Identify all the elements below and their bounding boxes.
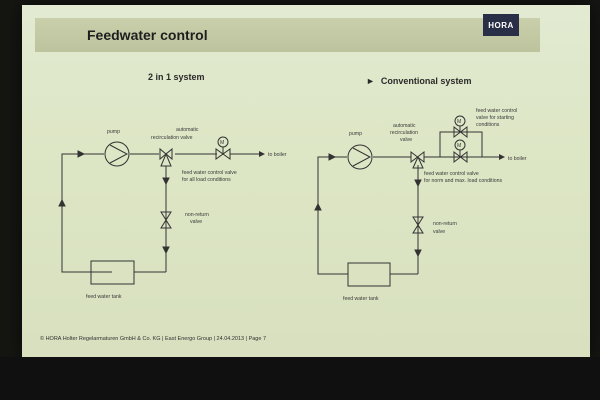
right-pump-icon: [347, 144, 373, 170]
bullet-arrow-icon: ►: [366, 76, 375, 86]
right-startup-valve-icon: [453, 125, 468, 139]
slide: [22, 5, 590, 357]
left-pump-icon: [104, 141, 130, 167]
left-flow-arrow-right: [77, 150, 86, 158]
right-flow-arrow-up: [314, 202, 322, 211]
right-startup-label-1: feed water control: [476, 108, 517, 114]
right-flow-arrow-down-2: [414, 179, 422, 188]
right-control-label-1: feed water control valve: [424, 171, 479, 177]
left-pump-label: pump: [107, 129, 120, 135]
left-nonreturn-label-2: valve: [190, 219, 202, 225]
left-to-boiler-label: to boiler: [268, 152, 287, 158]
left-pump-triangle: [109, 144, 129, 164]
right-recirc-label-3: valve: [400, 137, 412, 143]
right-flow-arrow-down: [414, 249, 422, 258]
left-recirc-valve-icon: [159, 147, 173, 161]
slide-footer: © HORA Holter Regelarmaturen GmbH & Co. …: [40, 336, 267, 342]
slide-title: Feedwater control: [87, 27, 208, 43]
left-motor-label: M: [220, 140, 224, 146]
left-control-label-2: for all load conditions: [182, 177, 231, 183]
left-recirc-label-2: recirculation valve: [151, 135, 193, 141]
left-tank-label: feed water tank: [86, 294, 122, 300]
left-pipe-return: [61, 153, 112, 273]
right-nonreturn-valve-icon: [412, 216, 424, 234]
right-recirc-valve-icon: [410, 150, 425, 164]
left-diagram: [58, 136, 265, 285]
left-tank-icon: [90, 260, 135, 285]
right-to-boiler-label: to boiler: [508, 156, 527, 162]
left-flow-arrow-down-2: [162, 177, 170, 186]
right-startup-label-2: valve for starting: [476, 115, 514, 121]
right-flow-arrow-right: [328, 153, 337, 161]
screen-bottom-edge: [0, 357, 600, 400]
right-diagram-heading: ► Conventional system: [366, 76, 471, 86]
left-motor-icon: [217, 136, 229, 148]
right-control-motor-label: M: [457, 143, 461, 149]
left-recirc-valve-stem-icon: [160, 152, 172, 167]
right-heading-text: Conventional system: [380, 76, 472, 86]
left-flow-arrow-up: [58, 198, 66, 207]
right-pipe-return: [317, 156, 348, 275]
right-control-valve-icon: [453, 150, 468, 164]
title-bar: Feedwater control: [35, 18, 540, 52]
right-control-label-2: for norm and max. load conditions: [424, 178, 503, 184]
left-flow-arrow-down: [162, 246, 170, 255]
left-nonreturn-valve-icon: [160, 211, 172, 229]
right-recirc-valve-stem-icon: [412, 155, 424, 169]
right-nonreturn-label-1: non-return: [433, 221, 457, 227]
right-pump-triangle: [352, 147, 372, 167]
right-recirc-label-1: automatic: [393, 123, 416, 129]
left-nonreturn-label-1: non-return: [185, 212, 209, 218]
right-control-motor-icon: [454, 139, 466, 151]
right-pump-label: pump: [349, 131, 362, 137]
right-startup-motor-label: M: [457, 119, 461, 125]
right-startup-motor-icon: [454, 115, 466, 127]
left-control-label-1: feed water control valve: [182, 170, 237, 176]
right-tank-label: feed water tank: [343, 296, 379, 302]
right-tank-icon: [347, 262, 391, 287]
left-recirc-label-1: automatic: [176, 127, 199, 133]
right-startup-label-3: conditions: [476, 122, 500, 128]
right-recirc-label-2: recirculation: [390, 130, 418, 136]
hora-logo: HORA: [483, 14, 519, 36]
right-diagram: [314, 115, 505, 287]
left-control-valve-icon: [215, 148, 231, 160]
right-nonreturn-label-2: valve: [433, 229, 445, 235]
left-diagram-heading: 2 in 1 system: [148, 72, 205, 82]
